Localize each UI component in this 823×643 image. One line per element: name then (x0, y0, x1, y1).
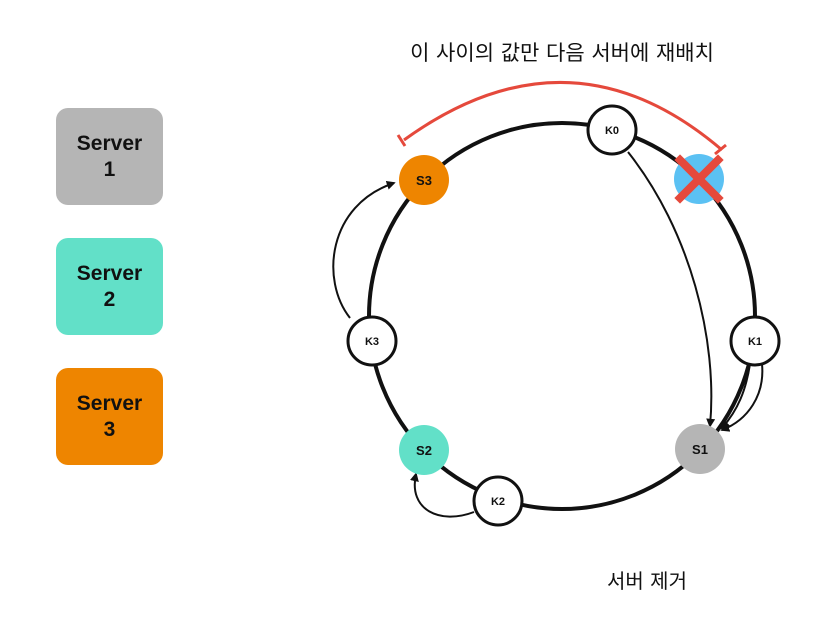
legend-server-3: Server 3 (56, 368, 163, 465)
legend-server-3-label: Server 3 (76, 391, 143, 441)
server-label-s1: S1 (692, 442, 708, 457)
server-label-s3: S3 (416, 173, 432, 188)
range-arc (403, 81, 723, 152)
arrow-k0-to-s1 (627, 151, 716, 428)
range-caption: 이 사이의 값만 다음 서버에 재배치 (410, 41, 714, 65)
server-label-s2: S2 (416, 443, 432, 458)
server-node-s2: S2 (399, 425, 449, 475)
range-arc-end-cap (714, 143, 727, 156)
key-label-k0: K0 (605, 125, 619, 137)
bottom-caption: 서버 제거 (607, 569, 687, 593)
legend-server-2-label: Server 2 (76, 261, 143, 311)
key-label-k2: K2 (491, 496, 505, 508)
key-node-k1: K1 (729, 315, 781, 367)
key-node-k3: K3 (346, 315, 398, 367)
legend-server-1: Server 1 (56, 108, 163, 205)
server-node-s1: S1 (675, 424, 725, 474)
key-label-k1: K1 (748, 336, 762, 348)
legend-server-1-label: Server 1 (76, 131, 143, 181)
key-label-k3: K3 (365, 336, 379, 348)
server-node-s3: S3 (399, 155, 449, 205)
legend-server-2: Server 2 (56, 238, 163, 335)
key-node-k2: K2 (472, 475, 524, 527)
cross-icon (674, 154, 724, 204)
removed-server-node (674, 154, 724, 204)
arrow-k1-to-s1-inner (720, 363, 751, 430)
range-arc-start-cap (396, 134, 407, 147)
arrow-k2-to-s2 (410, 472, 475, 518)
key-node-k0: K0 (586, 104, 638, 156)
arrow-k3-to-s3 (332, 181, 396, 319)
